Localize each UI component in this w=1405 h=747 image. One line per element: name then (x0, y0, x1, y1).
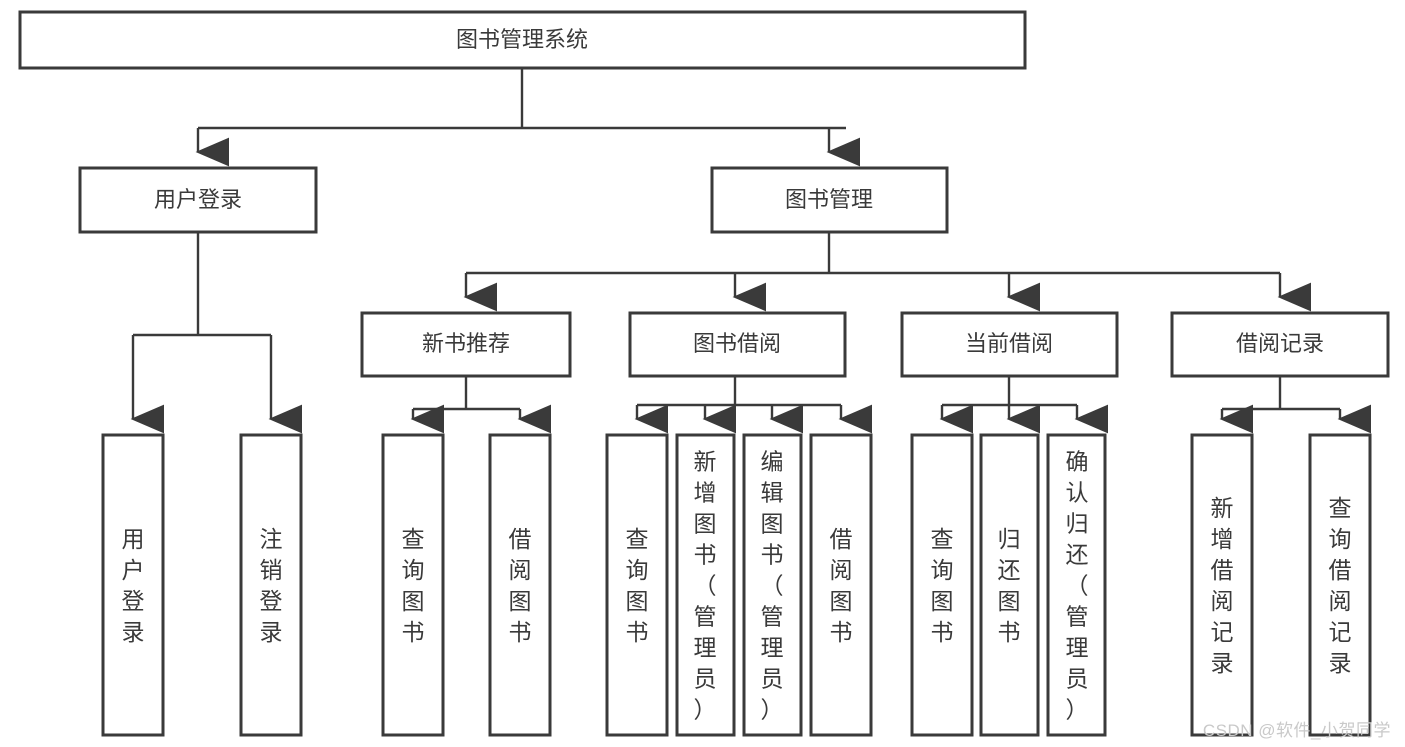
node-current-borrow[interactable]: 当前借阅 (900, 311, 1119, 378)
connector-borrow-record-to-leaves (1219, 376, 1372, 434)
node-root-book-management-system[interactable]: 图书管理系统 (18, 10, 1027, 70)
node-book-borrow[interactable]: 图书借阅 (628, 311, 847, 378)
leaf-current-borrow-return-book[interactable]: 归还图书 (979, 433, 1040, 737)
leaf-book-borrow-add-book-admin[interactable]: 新增图书（管理员） (675, 433, 736, 737)
leaf-borrow-record-add-record[interactable]: 新增借阅记录 (1190, 433, 1254, 737)
leaf-label-vertical: 查询图书 (931, 526, 954, 645)
leaf-label-vertical: 编辑图书（管理员） (761, 449, 784, 723)
leaf-new-book-borrow-book[interactable]: 借阅图书 (488, 433, 552, 737)
leaf-label-vertical: 新增借阅记录 (1211, 495, 1234, 676)
node-user-login-label: 用户登录 (154, 187, 242, 212)
leaf-new-book-query-book[interactable]: 查询图书 (381, 433, 445, 737)
leaf-label-vertical: 归还图书 (998, 526, 1021, 645)
leaf-label-vertical: 查询借阅记录 (1329, 495, 1352, 676)
leaf-borrow-record-query-record[interactable]: 查询借阅记录 (1308, 433, 1372, 737)
node-book-borrow-label: 图书借阅 (693, 331, 781, 356)
node-new-book-recommend-label: 新书推荐 (422, 331, 510, 356)
leaf-label-vertical: 借阅图书 (830, 526, 853, 645)
node-book-management-label: 图书管理 (785, 187, 873, 212)
node-user-login[interactable]: 用户登录 (78, 166, 318, 234)
node-current-borrow-label: 当前借阅 (965, 331, 1053, 356)
node-root-label: 图书管理系统 (456, 27, 588, 52)
connector-new-book-to-leaves (410, 376, 552, 434)
node-new-book-recommend[interactable]: 新书推荐 (360, 311, 572, 378)
connector-root-to-level2 (195, 68, 861, 167)
leaf-label-vertical: 新增图书（管理员） (694, 449, 717, 723)
node-borrow-record[interactable]: 借阅记录 (1170, 311, 1390, 378)
leaf-label-vertical: 确认归还（管理员） (1066, 449, 1089, 723)
leaf-user-login-login[interactable]: 用户登录 (101, 433, 165, 737)
node-borrow-record-label: 借阅记录 (1236, 331, 1324, 356)
connector-borrow-book-to-leaves (634, 376, 873, 434)
leaf-current-borrow-confirm-return-admin[interactable]: 确认归还（管理员） (1046, 433, 1107, 737)
leaf-label-vertical: 借阅图书 (509, 526, 532, 645)
leaf-book-borrow-borrow-book[interactable]: 借阅图书 (809, 433, 873, 737)
connector-user-login-to-leaves (130, 232, 303, 434)
leaf-book-borrow-edit-book-admin[interactable]: 编辑图书（管理员） (742, 433, 803, 737)
leaf-label-vertical: 查询图书 (402, 526, 425, 645)
leaf-current-borrow-query-book[interactable]: 查询图书 (910, 433, 974, 737)
node-book-management[interactable]: 图书管理 (710, 166, 949, 234)
leaf-user-login-logout[interactable]: 注销登录 (239, 433, 303, 737)
leaf-book-borrow-query-book[interactable]: 查询图书 (605, 433, 669, 737)
leaf-label-vertical: 查询图书 (626, 526, 649, 645)
leaf-label-vertical: 用户登录 (122, 526, 145, 645)
leaf-label-vertical: 注销登录 (260, 526, 283, 645)
connector-book-manage-to-level3 (463, 232, 1312, 312)
connector-current-borrow-to-leaves (939, 376, 1109, 434)
